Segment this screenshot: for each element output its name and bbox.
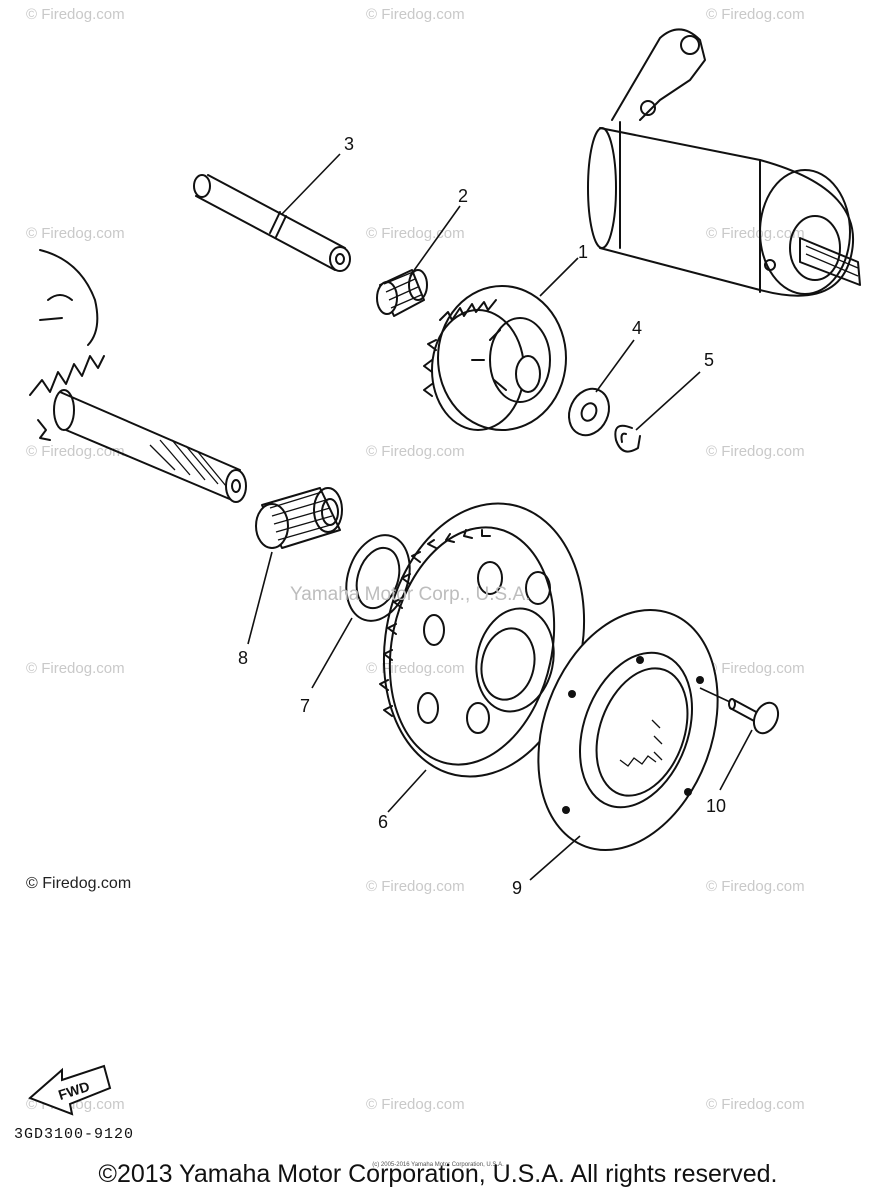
part-code: 3GD3100-9120 xyxy=(14,1126,135,1143)
crankshaft xyxy=(29,249,247,503)
callout-5: 5 xyxy=(704,350,714,370)
callout-6: 6 xyxy=(378,812,388,832)
callout-8: 8 xyxy=(238,648,248,668)
callout-4: 4 xyxy=(632,318,642,338)
watermark: © Firedog.com xyxy=(366,878,465,895)
watermark: © Firedog.com xyxy=(706,6,805,23)
firedog-label: © Firedog.com xyxy=(26,875,132,892)
callout-3: 3 xyxy=(344,134,354,154)
part-5-circlip xyxy=(614,371,701,453)
fwd-arrow-icon: FWD xyxy=(28,1064,112,1116)
watermark: © Firedog.com xyxy=(706,443,805,460)
part-10-bolt xyxy=(699,687,780,791)
watermark: © Firedog.com xyxy=(706,660,805,677)
watermark: © Firedog.com xyxy=(366,443,465,460)
watermark: © Firedog.com xyxy=(26,6,125,23)
part-6-starter-gear xyxy=(379,502,586,813)
watermark: © Firedog.com xyxy=(366,225,465,242)
copyright-notice: ©2013 Yamaha Motor Corporation, U.S.A. A… xyxy=(98,1160,778,1188)
watermark: © Firedog.com xyxy=(706,225,805,242)
center-watermark: Yamaha Motor Corp., U.S.A. xyxy=(290,584,531,605)
callout-1: 1 xyxy=(578,242,588,262)
watermark: © Firedog.com xyxy=(26,225,125,242)
part-7-washer xyxy=(311,534,411,689)
tiny-copyright: (c) 2005-2016 Yamaha Motor Corporation, … xyxy=(372,1162,504,1168)
watermark: © Firedog.com xyxy=(706,1096,805,1113)
callout-7: 7 xyxy=(300,696,310,716)
part-3-shaft xyxy=(193,153,351,272)
part-1-idler-gear xyxy=(423,257,579,431)
part-8-roller-bearing xyxy=(247,487,343,645)
part-9-starter-clutch xyxy=(529,608,719,881)
watermark: © Firedog.com xyxy=(366,6,465,23)
callout-2: 2 xyxy=(458,186,468,206)
callout-10: 10 xyxy=(706,796,726,816)
watermark: © Firedog.com xyxy=(26,443,125,460)
callout-9: 9 xyxy=(512,878,522,898)
watermark: © Firedog.com xyxy=(706,878,805,895)
watermark: © Firedog.com xyxy=(26,660,125,677)
part-2-needle-bearing xyxy=(376,205,461,317)
starter-motor xyxy=(587,28,861,297)
part-4-washer xyxy=(568,339,635,437)
watermark: © Firedog.com xyxy=(366,1096,465,1113)
